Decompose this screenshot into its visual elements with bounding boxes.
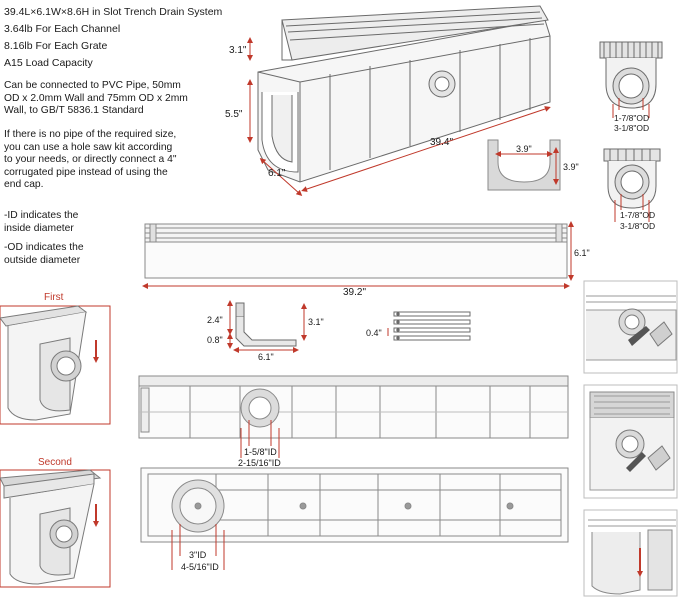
grate-side-view — [142, 221, 574, 289]
profile-c-label: 3.1" — [308, 317, 324, 327]
first-step-illustration — [0, 305, 111, 425]
end1-inner-label: 1-7/8"OD — [614, 113, 649, 123]
bottom-inner-label: 3"ID — [189, 550, 207, 560]
profile-a-label: 2.4" — [207, 315, 223, 325]
iso-width-label: 6.1" — [268, 168, 286, 179]
side-inner-label: 1-5/8"ID — [244, 447, 277, 457]
isometric-channel — [257, 5, 551, 183]
iso-height-body-label: 5.5" — [225, 109, 243, 120]
spec-line-3: 8.16lb For Each Grate — [4, 40, 108, 52]
slot-pattern — [387, 311, 471, 341]
spec-line-1: 39.4L×6.1W×8.6H in Slot Trench Drain Sys… — [4, 6, 223, 18]
section-height-label: 3.9" — [563, 162, 579, 172]
channel-bottom-view — [140, 467, 569, 570]
iso-dimensions — [247, 37, 551, 197]
spec-line-2: 3.64lb For Each Channel — [4, 23, 121, 35]
connect-paragraph: Can be connected to PVC Pipe, 50mm OD x … — [4, 80, 188, 117]
grate-profile — [227, 300, 307, 353]
iso-length-label: 39.4" — [430, 137, 453, 148]
install-photo-3 — [583, 509, 678, 597]
id-note: -ID indicates the inside diameter — [4, 210, 79, 234]
iso-height-top-label: 3.1" — [229, 45, 247, 56]
first-step-label: First — [44, 292, 64, 303]
spec-line-4: A15 Load Capacity — [4, 57, 93, 69]
end-cap-top — [599, 41, 663, 118]
u-section — [487, 139, 561, 191]
install-photo-1 — [583, 280, 678, 374]
install-photo-2 — [583, 384, 678, 499]
od-note: -OD indicates the outside diameter — [4, 242, 84, 266]
end2-outer-label: 3-1/8"OD — [620, 221, 655, 231]
end-cap-bottom — [603, 148, 661, 222]
end1-outer-label: 3-1/8"OD — [614, 123, 649, 133]
channel-side-view — [138, 375, 569, 458]
end2-inner-label: 1-7/8"OD — [620, 210, 655, 220]
second-step-label: Second — [38, 457, 72, 468]
grate-length-label: 39.2" — [343, 287, 366, 298]
section-width-label: 3.9" — [516, 144, 532, 154]
side-outer-label: 2-15/16"ID — [238, 458, 281, 468]
profile-b-label: 0.8" — [207, 335, 223, 345]
slot-thickness-label: 0.4" — [366, 328, 382, 338]
no-pipe-paragraph: If there is no pipe of the required size… — [4, 129, 177, 191]
profile-d-label: 6.1" — [258, 352, 274, 362]
bottom-outer-label: 4-5/16"ID — [181, 562, 219, 572]
grate-width-label: 6.1" — [574, 248, 590, 258]
second-step-illustration — [0, 469, 111, 588]
